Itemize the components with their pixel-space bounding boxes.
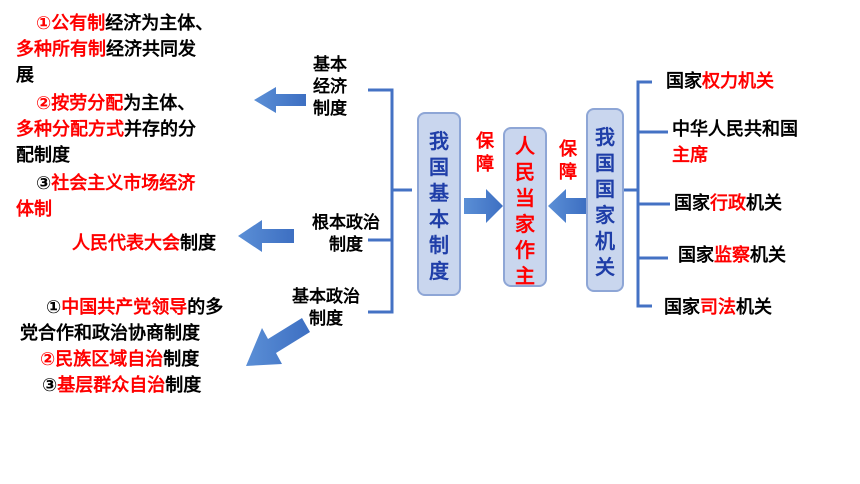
basic-political-item-1-line-1: ①中国共产党领导的多 [46, 296, 223, 320]
basic-political-item-1-black-a: 的多 [187, 297, 224, 318]
economic-item-2-line-1: ②按劳分配为主体、 [36, 92, 195, 116]
economic-item-2-line-2: 多种分配方式并存的分 [16, 118, 196, 142]
organ-3-red: 行政 [710, 193, 746, 214]
people-masters-box: 人民当家作主 [503, 127, 547, 288]
basic-political-item-1-red: 中国共产党领导 [61, 297, 188, 318]
organ-4-red: 监察 [714, 245, 750, 266]
organ-1-black: 国家 [666, 71, 702, 92]
organ-1-red: 权力机关 [702, 71, 774, 92]
basic-political-item-2-red: ②民族区域自治 [40, 349, 164, 370]
basic-political-item-1-line-2: 党合作和政治协商制度 [20, 323, 200, 344]
economic-item-3-red-a: 社会主义市场经济 [51, 173, 196, 194]
economic-item-1-red-a: ①公有制 [36, 13, 106, 34]
basic-political-item-1-num: ① [46, 297, 62, 318]
basic-political-label: 基本政治 制度 [280, 286, 372, 330]
organ-5-black-a: 国家 [664, 297, 700, 318]
basic-political-item-3: ③基层群众自治制度 [42, 374, 201, 398]
organ-1: 国家权力机关 [666, 70, 774, 94]
economic-item-1-line-1: ①公有制经济为主体、 [36, 12, 213, 36]
right-bracket [622, 80, 670, 308]
arrow-to-basic-political [246, 318, 310, 366]
basic-political-item-2-black: 制度 [163, 349, 200, 370]
guarantee-label-right: 保障 [559, 139, 577, 183]
basic-political-label-line-2: 制度 [309, 309, 343, 329]
organ-5: 国家司法机关 [664, 296, 772, 320]
state-organs-box: 我国国家机关 [586, 108, 624, 292]
basic-system-box: 我国基本制度 [417, 112, 461, 296]
economic-item-1-black-a: 经济为主体、 [105, 13, 214, 34]
arrow-guarantee-left [464, 189, 503, 223]
economic-label-line-2: 经济 [313, 77, 347, 97]
economic-item-3-line-2: 体制 [16, 199, 52, 220]
organ-5-red: 司法 [700, 297, 736, 318]
fundamental-political-black: 制度 [180, 233, 216, 254]
organ-4-black-b: 机关 [750, 245, 786, 266]
people-masters-box-text: 人民当家作主 [515, 134, 535, 288]
economic-item-3-line-1: ③社会主义市场经济 [36, 172, 195, 196]
economic-item-1-black-b: 经济共同发 [106, 39, 196, 60]
economic-label-line-3: 制度 [313, 99, 347, 119]
basic-political-item-3-black: 制度 [165, 375, 202, 396]
guarantee-label-left: 保障 [476, 131, 494, 175]
fundamental-political-red: 人民代表大会 [72, 233, 180, 254]
state-organs-box-text: 我国国家机关 [595, 125, 615, 279]
economic-item-2-red-b: 多种分配方式 [16, 119, 124, 140]
arrow-to-economic [254, 87, 306, 113]
organ-2-line-1: 中华人民共和国 [672, 119, 798, 140]
economic-label: 基本 经济 制度 [300, 54, 360, 120]
basic-political-label-line-1: 基本政治 [292, 287, 360, 307]
organ-3: 国家行政机关 [674, 192, 782, 216]
fundamental-political-label-line-1: 根本政治 [312, 213, 380, 233]
economic-item-1-red-b: 多种所有制 [16, 39, 106, 60]
economic-item-3-num: ③ [36, 173, 52, 194]
economic-item-2-red-a: ②按劳分配 [36, 93, 124, 114]
organ-3-black-a: 国家 [674, 193, 710, 214]
basic-system-box-text: 我国基本制度 [429, 129, 449, 283]
fundamental-political-item: 人民代表大会制度 [72, 232, 216, 256]
basic-political-item-3-red: 基层群众自治 [57, 375, 166, 396]
organ-4: 国家监察机关 [678, 244, 786, 268]
basic-political-item-3-num: ③ [42, 375, 58, 396]
organ-5-black-b: 机关 [736, 297, 772, 318]
fundamental-political-label: 根本政治 制度 [300, 212, 392, 256]
economic-label-line-1: 基本 [313, 55, 347, 75]
organ-2-line-2: 主席 [672, 145, 708, 166]
arrow-to-fundamental [238, 220, 294, 252]
economic-item-2-black-b: 并存的分 [124, 119, 196, 140]
basic-political-item-2: ②民族区域自治制度 [40, 348, 199, 372]
economic-item-2-line-3: 配制度 [16, 145, 70, 166]
economic-item-2-black-a: 为主体、 [123, 93, 196, 114]
organ-4-black-a: 国家 [678, 245, 714, 266]
arrow-guarantee-right [548, 189, 586, 223]
organ-3-black-b: 机关 [746, 193, 782, 214]
fundamental-political-label-line-2: 制度 [329, 235, 363, 255]
economic-item-1-line-3: 展 [16, 65, 34, 86]
economic-item-1-line-2: 多种所有制经济共同发 [16, 38, 196, 62]
left-bracket [368, 88, 412, 314]
